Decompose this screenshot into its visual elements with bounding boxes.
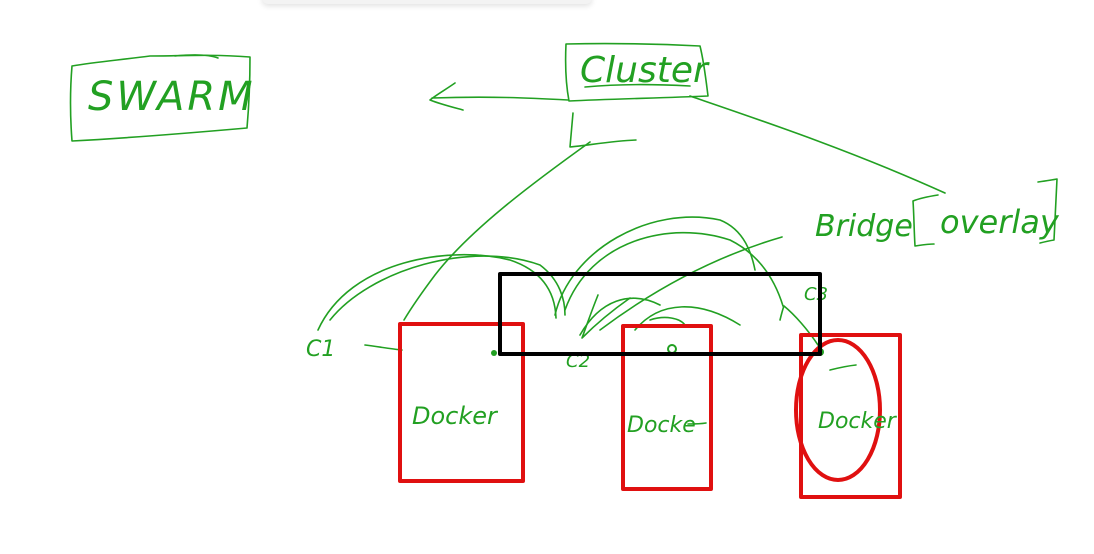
c3-label: C3 bbox=[804, 284, 828, 305]
toolbar-edge bbox=[262, 0, 592, 4]
node-dot-1 bbox=[491, 350, 497, 356]
node-dot-2 bbox=[667, 344, 677, 354]
overlay-bracket: overlay bbox=[912, 178, 1060, 247]
docker-box-1: Docker bbox=[398, 322, 525, 483]
arc-6 bbox=[634, 306, 741, 331]
arc-7 bbox=[581, 294, 631, 339]
c3-arrow bbox=[779, 305, 857, 371]
arc-1 bbox=[317, 253, 557, 331]
arc-2 bbox=[329, 255, 566, 321]
bridge-line bbox=[599, 236, 783, 331]
docker-3-label: Docker bbox=[818, 409, 898, 434]
overlay-label: overlay bbox=[940, 203, 1060, 241]
c2-label: C2 bbox=[566, 351, 590, 372]
cluster-stem bbox=[569, 112, 637, 148]
swarm-label: SWARM bbox=[88, 74, 256, 120]
docker-box-3: Docker bbox=[794, 333, 902, 499]
c1-connector bbox=[364, 344, 403, 351]
cluster-to-overlay-line bbox=[689, 95, 946, 194]
c1-label: C1 bbox=[306, 337, 335, 362]
cluster-to-docker1-line bbox=[403, 141, 591, 321]
arc-3 bbox=[554, 216, 756, 316]
docker-box-2: Docke bbox=[621, 324, 713, 491]
arc-4 bbox=[564, 231, 784, 311]
docker-1-label: Docker bbox=[412, 402, 499, 430]
swarm-box: SWARM bbox=[69, 54, 256, 142]
docker-2-label: Docke bbox=[627, 413, 696, 438]
cluster-label: Cluster bbox=[580, 50, 710, 91]
bridge-label: Bridge bbox=[815, 209, 913, 244]
left-arrow bbox=[429, 82, 569, 111]
overlay-network-box bbox=[498, 272, 822, 356]
cluster-box: Cluster bbox=[564, 42, 710, 102]
docker-3-highlight-circle bbox=[794, 338, 882, 482]
arc-8 bbox=[649, 316, 686, 326]
